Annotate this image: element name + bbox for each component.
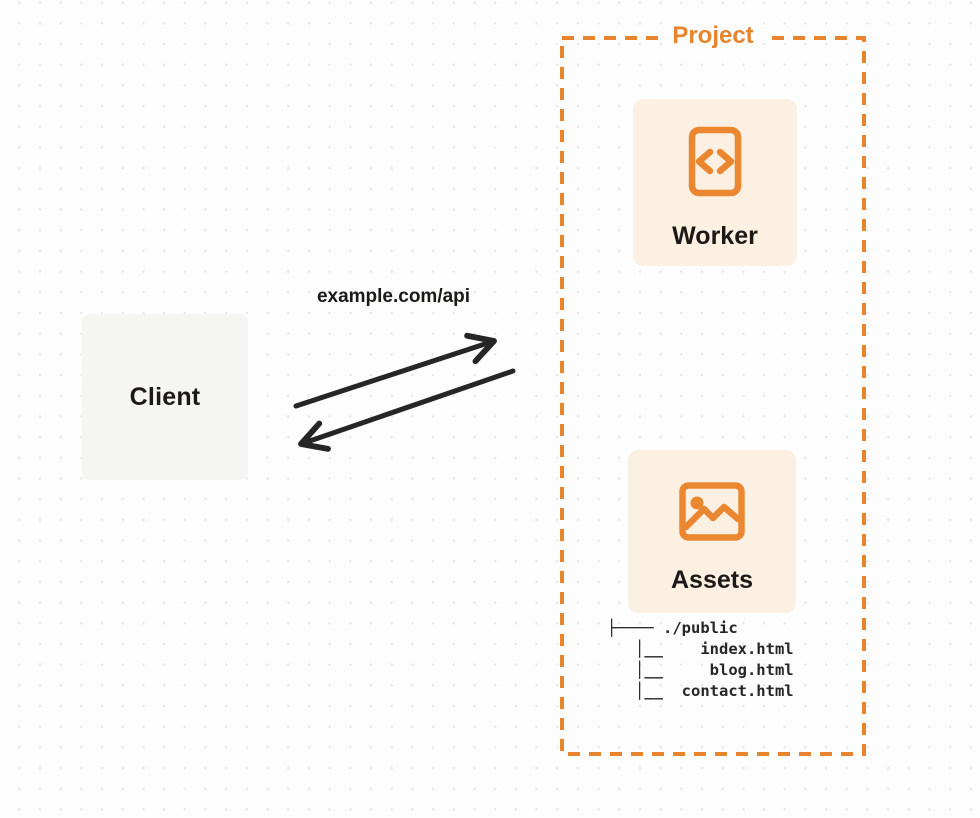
code-file-icon — [688, 126, 742, 197]
assets-node: Assets — [628, 450, 796, 613]
worker-label: Worker — [672, 222, 758, 250]
worker-node: Worker — [633, 99, 797, 266]
project-label: Project — [663, 21, 763, 51]
client-label: Client — [129, 382, 201, 411]
assets-file-tree: ├──── ./public │__ index.html │__ blog.h… — [607, 619, 794, 700]
image-icon — [679, 482, 745, 541]
response-arrow — [298, 368, 516, 452]
project-label-row: Project — [560, 21, 866, 54]
request-url-label: example.com/api — [316, 286, 471, 307]
client-node: Client — [82, 314, 248, 480]
assets-label: Assets — [671, 566, 753, 594]
request-arrow — [293, 332, 497, 409]
